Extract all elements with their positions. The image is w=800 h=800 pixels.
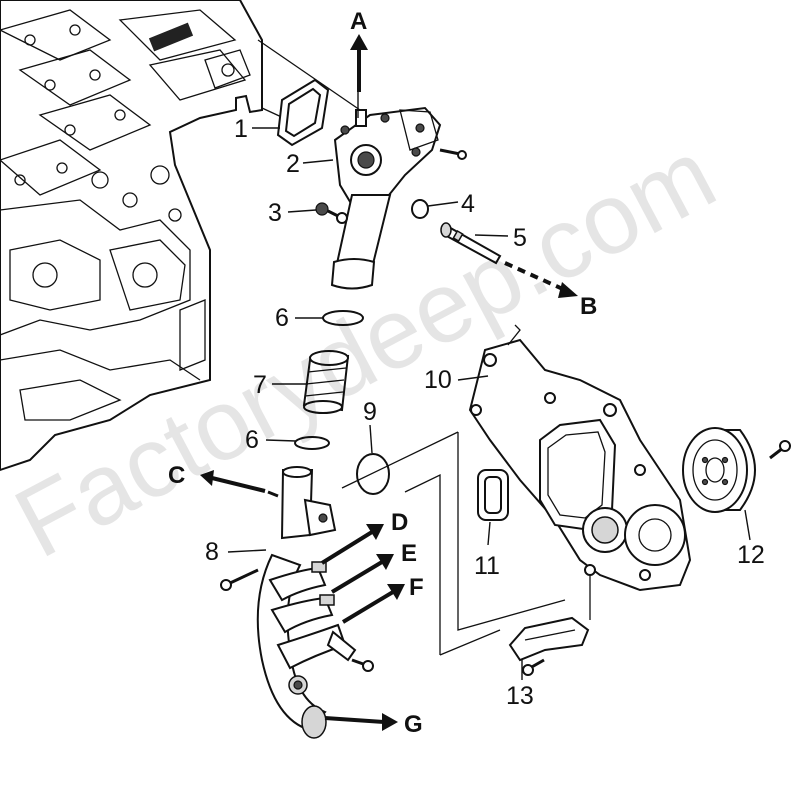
- part-4-o-ring: [411, 199, 429, 219]
- flow-arrow-e: [330, 554, 394, 594]
- flow-letter-d: D: [391, 509, 408, 536]
- callout-11: 11: [474, 552, 500, 580]
- callout-7: 7: [253, 371, 267, 399]
- callout-6-lower: 6: [245, 426, 259, 454]
- part-10-pump-housing: [468, 324, 692, 592]
- engine-block: [0, 0, 263, 472]
- flow-arrow-a: [350, 34, 368, 92]
- flow-letter-b: B: [580, 293, 597, 320]
- flow-letter-a: A: [350, 8, 367, 35]
- part-13-bracket: [508, 616, 590, 676]
- part-6-seal-lower: [294, 436, 330, 450]
- part-12-pulley: [682, 427, 791, 513]
- callout-4: 4: [461, 190, 475, 218]
- flow-letter-f: F: [409, 574, 424, 601]
- flow-arrow-c: [200, 470, 266, 493]
- callout-1: 1: [234, 115, 248, 143]
- callout-6-upper: 6: [275, 304, 289, 332]
- flow-arrow-f: [341, 584, 405, 624]
- flow-arrow-g: [324, 713, 398, 731]
- part-9-o-ring: [356, 453, 390, 495]
- callout-8: 8: [205, 538, 219, 566]
- callout-12: 12: [737, 541, 765, 569]
- callout-10: 10: [424, 366, 452, 394]
- callout-2: 2: [286, 150, 300, 178]
- part-7-connector: [302, 350, 350, 414]
- flow-letter-g: G: [404, 711, 423, 738]
- callout-13: 13: [506, 682, 534, 710]
- callout-9: 9: [363, 398, 377, 426]
- callout-3: 3: [268, 199, 282, 227]
- part-2-thermostat-housing: [330, 90, 467, 290]
- part-3-bolts: [315, 202, 348, 224]
- flow-letter-e: E: [401, 540, 417, 567]
- flow-arrow-b: [504, 261, 578, 298]
- callout-5: 5: [513, 224, 527, 252]
- part-8-pipe-assembly: [220, 466, 374, 739]
- part-11-gasket: [477, 469, 509, 521]
- flow-letter-c: C: [168, 462, 185, 489]
- part-1-gasket: [276, 78, 330, 147]
- flow-arrow-d: [320, 524, 384, 565]
- part-5-pipe: [440, 222, 502, 265]
